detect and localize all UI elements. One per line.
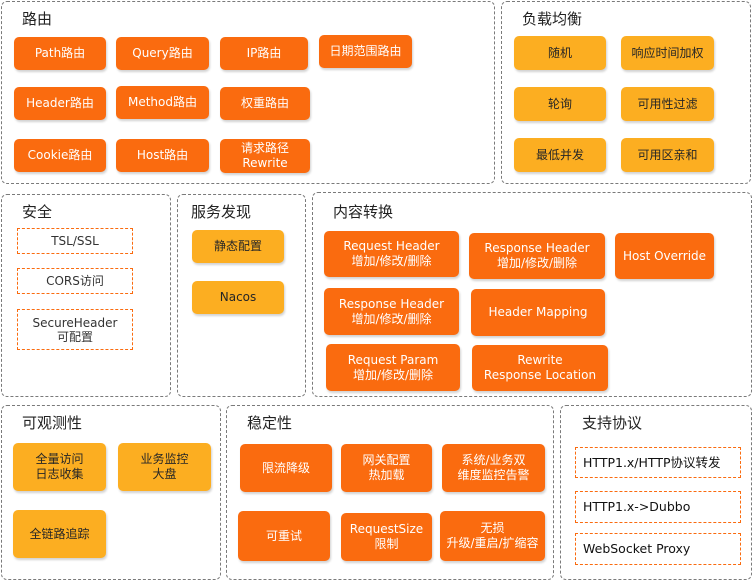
routing-path: Path路由 [14,37,106,70]
protocols-title: 支持协议 [582,414,643,432]
lb-least-concurrency: 最低并发 [514,138,606,172]
security-secure-header: SecureHeader 可配置 [17,309,133,350]
proto-http-dubbo: HTTP1.x->Dubbo [575,491,741,523]
load-balance-title: 负载均衡 [522,10,583,28]
routing-header: Header路由 [14,87,106,120]
discovery-static: 静态配置 [192,230,284,263]
transform-header-mapping: Header Mapping [471,289,605,336]
transform-rewrite-location: Rewrite Response Location [472,345,608,391]
routing-method: Method路由 [116,86,209,119]
security-cors: CORS访问 [17,268,133,294]
obs-monitor-dashboard: 业务监控 大盘 [118,443,211,491]
routing-title: 路由 [22,10,53,28]
stab-alerting: 系统/业务双 维度监控告警 [442,444,545,492]
proto-websocket: WebSocket Proxy [575,533,741,565]
routing-date-range: 日期范围路由 [319,35,412,68]
obs-tracing: 全链路追踪 [13,510,106,558]
lb-response-time: 响应时间加权 [621,36,714,70]
security-panel [1,194,171,397]
observability-title: 可观测性 [22,414,83,432]
stab-lossless: 无损 升级/重启/扩缩容 [440,511,545,561]
security-title: 安全 [22,203,53,221]
transform-title: 内容转换 [333,203,394,221]
transform-response-header-2: Response Header 增加/修改/删除 [324,288,459,335]
security-tls: TSL/SSL [17,228,133,254]
lb-random: 随机 [514,36,606,70]
discovery-title: 服务发现 [191,203,252,221]
stability-title: 稳定性 [247,414,293,432]
routing-weight: 权重路由 [220,87,310,120]
routing-host: Host路由 [116,139,209,172]
stab-hot-reload: 网关配置 热加载 [341,444,432,492]
lb-round-robin: 轮询 [514,87,606,121]
transform-request-header: Request Header 增加/修改/删除 [324,231,459,277]
lb-availability: 可用性过滤 [621,87,714,121]
routing-rewrite: 请求路径 Rewrite [220,139,310,173]
transform-request-param: Request Param 增加/修改/删除 [326,344,460,391]
stab-request-size: RequestSize 限制 [341,513,432,561]
stab-rate-limit: 限流降级 [240,444,332,492]
obs-access-log: 全量访问 日志收集 [13,443,106,491]
proto-http-forward: HTTP1.x/HTTP协议转发 [575,447,741,478]
transform-response-header-1: Response Header 增加/修改/删除 [469,233,605,279]
routing-ip: IP路由 [220,37,308,70]
discovery-nacos: Nacos [192,281,284,314]
routing-query: Query路由 [116,37,209,70]
lb-zone-affinity: 可用区亲和 [621,138,714,172]
transform-host-override: Host Override [615,233,714,279]
routing-cookie: Cookie路由 [14,139,106,172]
stab-retry: 可重试 [238,511,330,561]
